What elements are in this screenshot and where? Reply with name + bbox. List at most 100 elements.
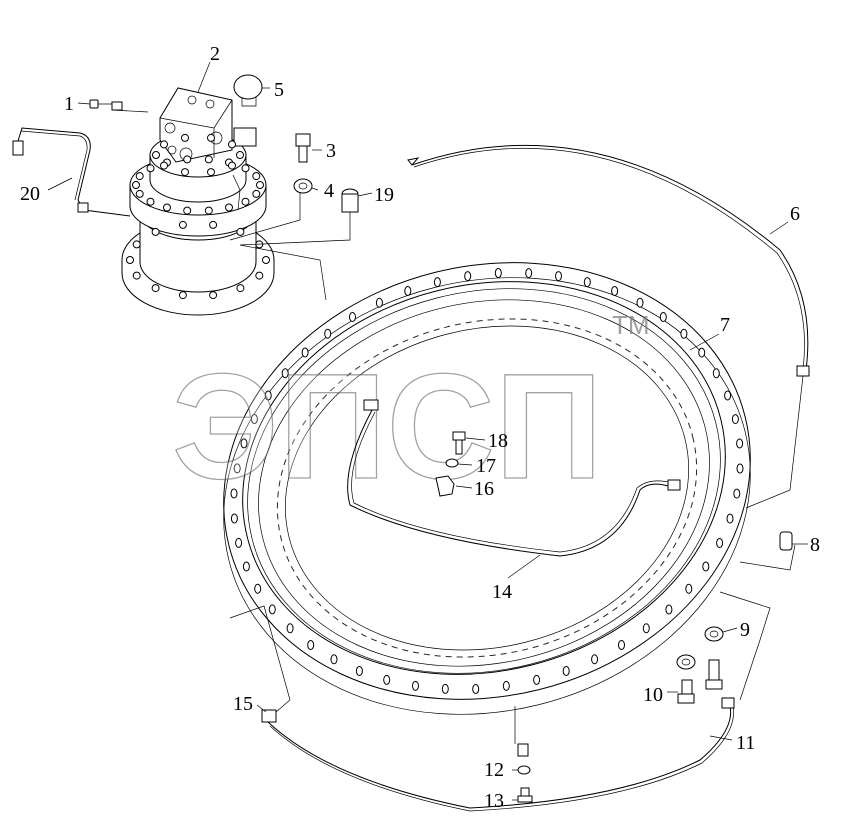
ring-bolt [375,297,383,308]
ring-bolt [685,583,693,594]
ring-bolt [235,537,243,548]
callout-11: 11 [736,732,755,754]
callout-13: 13 [484,790,504,812]
part-17-washer [445,458,459,468]
callout-15: 15 [233,693,253,715]
part-18-bolt [452,431,466,455]
ring-bolt [726,513,734,524]
ring-bolt [533,674,541,685]
callout-6: 6 [790,203,800,225]
flange-bolt [135,172,144,181]
ring-bolt [555,271,562,282]
ring-bolt [441,683,449,694]
flange-bolt [146,197,155,206]
flange-bolt [207,133,215,142]
callout-8: 8 [810,534,820,556]
watermark-text: ЭПСП [172,342,603,510]
part-20-hose [12,127,131,217]
ring-bolt [324,328,332,339]
callout-10: 10 [643,684,663,706]
flange-bolt [183,206,192,215]
part-9-washer [676,626,724,670]
ring-bolt [412,680,419,691]
ring-bolt [618,640,625,650]
part-1-fitting [89,99,149,113]
flange-bolt [252,189,261,198]
flange-bolt [255,271,264,280]
ring-bolt [301,347,309,358]
ring-bolt [264,390,272,401]
ring-bolt [254,583,262,594]
flange-bolt [152,151,160,159]
watermark-tm: TM [612,310,650,340]
part-12-nut [517,743,531,775]
part-14-hose [347,399,681,557]
ring-bolt [233,463,241,474]
ring-bolt [733,488,741,499]
flange-bolt [160,161,168,170]
callout-14: 14 [492,581,512,603]
ring-bolt [230,488,238,499]
flange-bolt [262,256,270,264]
ring-bolt [330,654,338,665]
leader-lines [47,61,808,801]
motor-flange-bolts [126,133,270,300]
part-16-block [435,475,455,497]
callout-3: 3 [326,140,336,162]
ring-bolt [642,623,650,634]
callout-7: 7 [720,314,730,336]
ring-bolt [731,414,739,425]
flange-bolt [228,161,236,170]
flange-bolt [135,189,144,198]
ring-bolt [712,368,720,379]
ring-bolt [230,513,238,524]
ring-bolt [680,328,688,339]
slewing-ring [223,262,751,715]
ring-bolt [665,604,673,615]
flange-bolt [163,203,171,212]
ring-bolt [659,312,667,322]
flange-bolt [151,227,160,236]
ring-bolt [307,640,315,650]
ring-bolt [562,666,570,676]
flange-bolt [236,284,245,293]
ring-bolt [494,268,502,278]
ring-bolt [472,684,480,694]
flange-bolt [126,256,134,264]
ring-bolt [240,438,248,449]
part-5-cap [233,74,263,107]
flange-bolt [181,133,189,142]
flange-bolt [132,271,141,280]
ring-bolt [636,297,644,308]
part-10-bolts [677,659,723,704]
part-15-fitting [261,709,277,723]
ring-bolt [268,604,276,615]
callout-18: 18 [488,430,508,452]
ring-bolt [281,368,289,379]
ring-bolt [736,463,744,474]
part-19-pin [341,188,359,213]
flange-bolt [183,155,192,164]
flange-bolt [160,140,168,149]
part-4-washer [293,178,313,194]
flange-bolt [204,155,213,164]
flange-bolt [236,151,244,159]
flange-bolt [241,197,250,206]
flange-bolt [178,220,187,229]
flange-bolt [241,164,250,173]
flange-bolt [132,240,141,249]
flange-bolt [236,227,245,236]
ring-bolt [736,438,744,449]
callout-5: 5 [274,79,284,101]
callout-4: 4 [324,180,334,202]
callout-12: 12 [484,759,504,781]
flange-bolt [181,168,189,177]
callout-labels: 1 2 3 4 5 6 7 8 9 10 11 12 13 14 15 16 1… [20,43,820,812]
watermark-logo: ЭПСП TM [171,310,650,511]
swing-motor-reducer [121,87,275,316]
ring-bolt [591,654,599,665]
flange-bolt [146,164,155,173]
ring-bolt [525,268,533,279]
ring-bolt [404,286,412,296]
